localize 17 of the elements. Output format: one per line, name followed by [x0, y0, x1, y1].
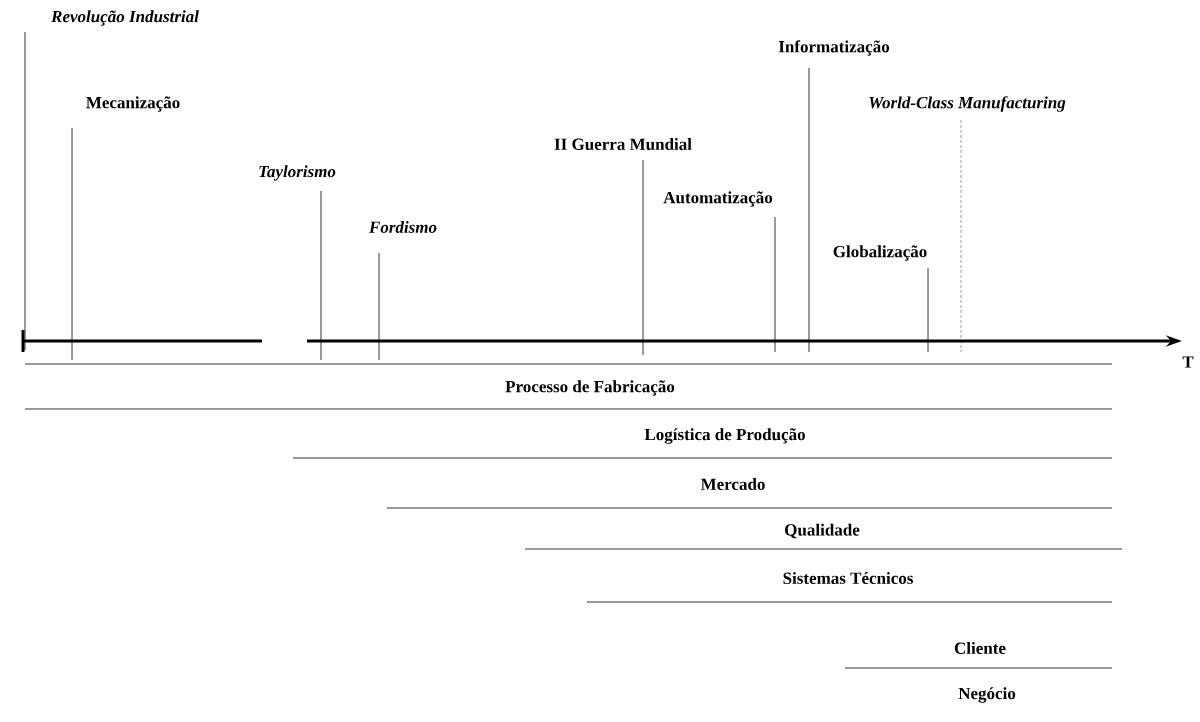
event-label: Automatização: [663, 191, 773, 207]
event-label: Mecanização: [86, 96, 180, 112]
event-label: II Guerra Mundial: [554, 138, 692, 150]
band-label: Processo de Fabricação: [505, 380, 675, 396]
band-label: Cliente: [954, 642, 1006, 654]
event-label: Revolução Industrial: [51, 10, 199, 26]
band-label: Mercado: [700, 478, 765, 490]
event-label: Taylorismo: [259, 165, 336, 181]
band-label: Sistemas Técnicos: [783, 572, 913, 584]
band-label: Logística de Produção: [644, 428, 805, 444]
event-label: World-Class Manufacturing: [869, 96, 1066, 112]
axis-label: T: [1182, 356, 1194, 368]
event-label: Informatização: [778, 40, 890, 56]
band-label: Negócio: [958, 687, 1016, 703]
event-label: Globalização: [833, 245, 927, 261]
band-label: Qualidade: [785, 523, 860, 539]
event-label: Fordismo: [369, 221, 437, 233]
